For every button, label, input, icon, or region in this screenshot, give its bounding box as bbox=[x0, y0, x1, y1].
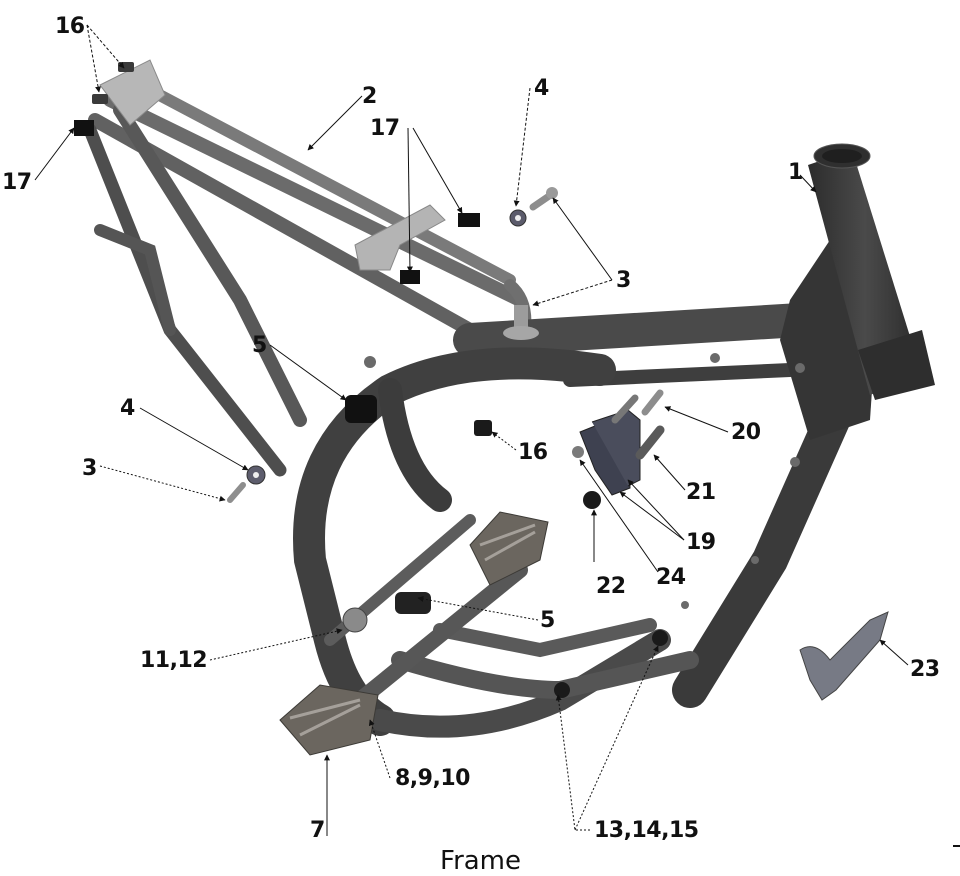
bolt-icon bbox=[227, 482, 246, 503]
callout-16: 16 bbox=[518, 440, 548, 465]
callout-19: 19 bbox=[686, 530, 716, 555]
bushing-icon bbox=[395, 592, 431, 614]
callout-23: 23 bbox=[910, 657, 940, 682]
frame-icon bbox=[293, 303, 868, 738]
block-icon bbox=[74, 120, 94, 136]
callout-20: 20 bbox=[731, 420, 761, 445]
callout-13-14-15: 13,14,15 bbox=[594, 818, 699, 843]
callout-17: 17 bbox=[370, 116, 400, 141]
callout-24: 24 bbox=[656, 565, 686, 590]
bolt-icon bbox=[611, 394, 639, 424]
bolt-icon bbox=[635, 425, 665, 460]
callout-8-9-10: 8,9,10 bbox=[395, 766, 470, 791]
callout-3: 3 bbox=[82, 456, 97, 481]
bolt-icon bbox=[641, 389, 664, 416]
callout-3: 3 bbox=[616, 268, 631, 293]
clip-icon bbox=[92, 94, 108, 104]
nut-icon bbox=[583, 491, 601, 509]
block-icon bbox=[458, 213, 480, 227]
clip-icon bbox=[474, 420, 492, 436]
callout-7: 7 bbox=[310, 818, 325, 843]
footpeg-icon bbox=[279, 511, 549, 756]
callout-21: 21 bbox=[686, 480, 716, 505]
callout-4: 4 bbox=[534, 76, 549, 101]
frame-bolt-dots bbox=[364, 353, 805, 609]
bolt-icon bbox=[514, 305, 528, 333]
guard-icon bbox=[799, 611, 889, 701]
head-tube-icon bbox=[808, 143, 935, 400]
seat-bracket bbox=[354, 204, 446, 271]
subframe-icon bbox=[83, 84, 532, 477]
diagram-caption: Frame bbox=[440, 846, 522, 876]
callout-1: 1 bbox=[788, 160, 803, 185]
edge-mark bbox=[953, 845, 960, 847]
callout-22: 22 bbox=[596, 574, 626, 599]
callout-2: 2 bbox=[362, 84, 377, 109]
callout-16: 16 bbox=[55, 14, 85, 39]
block-icon bbox=[400, 270, 420, 284]
bushing-icon bbox=[345, 395, 377, 423]
callout-17: 17 bbox=[2, 170, 32, 195]
nut-icon bbox=[342, 607, 368, 633]
callout-4: 4 bbox=[120, 396, 135, 421]
callout-5: 5 bbox=[540, 608, 555, 633]
nut-icon bbox=[572, 446, 584, 458]
leader-lines bbox=[34, 24, 909, 836]
callout-11-12: 11,12 bbox=[140, 648, 208, 673]
callout-5: 5 bbox=[252, 333, 267, 358]
